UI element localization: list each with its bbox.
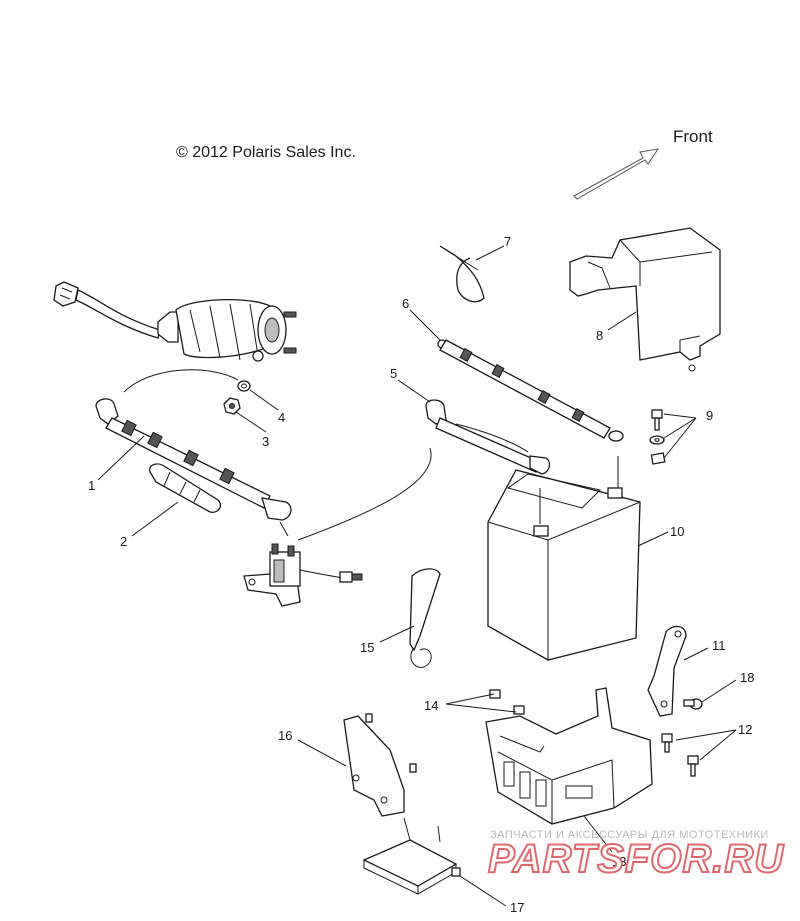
negative-cable-part	[425, 399, 551, 475]
callout-7: 7	[504, 234, 511, 249]
callout-16: 16	[278, 728, 292, 743]
callout-15: 15	[360, 640, 374, 655]
battery-cover-part	[569, 227, 721, 372]
callout-12: 12	[738, 722, 752, 737]
callout-8: 8	[596, 328, 603, 343]
washer-part	[237, 380, 251, 392]
callout-1: 1	[88, 478, 95, 493]
copyright-text: © 2012 Polaris Sales Inc.	[176, 144, 356, 161]
battery-tray-part	[485, 687, 653, 825]
callout-5: 5	[390, 366, 397, 381]
front-arrow-icon	[573, 148, 660, 200]
starter-motor-part	[53, 281, 297, 362]
battery-nut-part	[650, 452, 666, 465]
callout-4: 4	[278, 410, 285, 425]
callout-10: 10	[670, 524, 684, 539]
callout-3: 3	[262, 434, 269, 449]
bracket-bolt-part	[683, 698, 703, 710]
callout-18: 18	[740, 670, 754, 685]
front-label: Front	[673, 127, 713, 146]
nut-part	[223, 397, 241, 415]
cable-tie-part	[439, 245, 485, 303]
callout-leaders	[97, 245, 737, 907]
battery-bracket-part	[647, 625, 687, 717]
battery-bolt-part	[651, 409, 663, 431]
battery-lead-part	[437, 339, 624, 442]
base-plate-part	[362, 817, 461, 895]
battery-cable-part	[95, 398, 292, 521]
watermark-brand: PARTSFOR.RU	[488, 837, 784, 881]
battery-part	[487, 456, 641, 661]
callout-2: 2	[120, 534, 127, 549]
clip-nuts-part	[489, 689, 525, 715]
callout-6: 6	[402, 296, 409, 311]
callout-14: 14	[424, 698, 438, 713]
mount-bracket-part	[343, 713, 417, 817]
watermark-tagline: ЗАПЧАСТИ И АКСЕССУАРЫ ДЛЯ МОТОТЕХНИКИ	[490, 829, 769, 841]
callout-11: 11	[712, 638, 726, 653]
battery-strap-part	[409, 568, 441, 668]
terminal-boot-part	[149, 463, 222, 513]
starter-solenoid-part	[243, 543, 363, 607]
battery-washer-part	[649, 435, 665, 445]
tray-bolts-part	[661, 733, 699, 777]
callout-9: 9	[706, 408, 713, 423]
callout-13: 13	[612, 854, 626, 869]
callout-17: 17	[510, 900, 524, 915]
